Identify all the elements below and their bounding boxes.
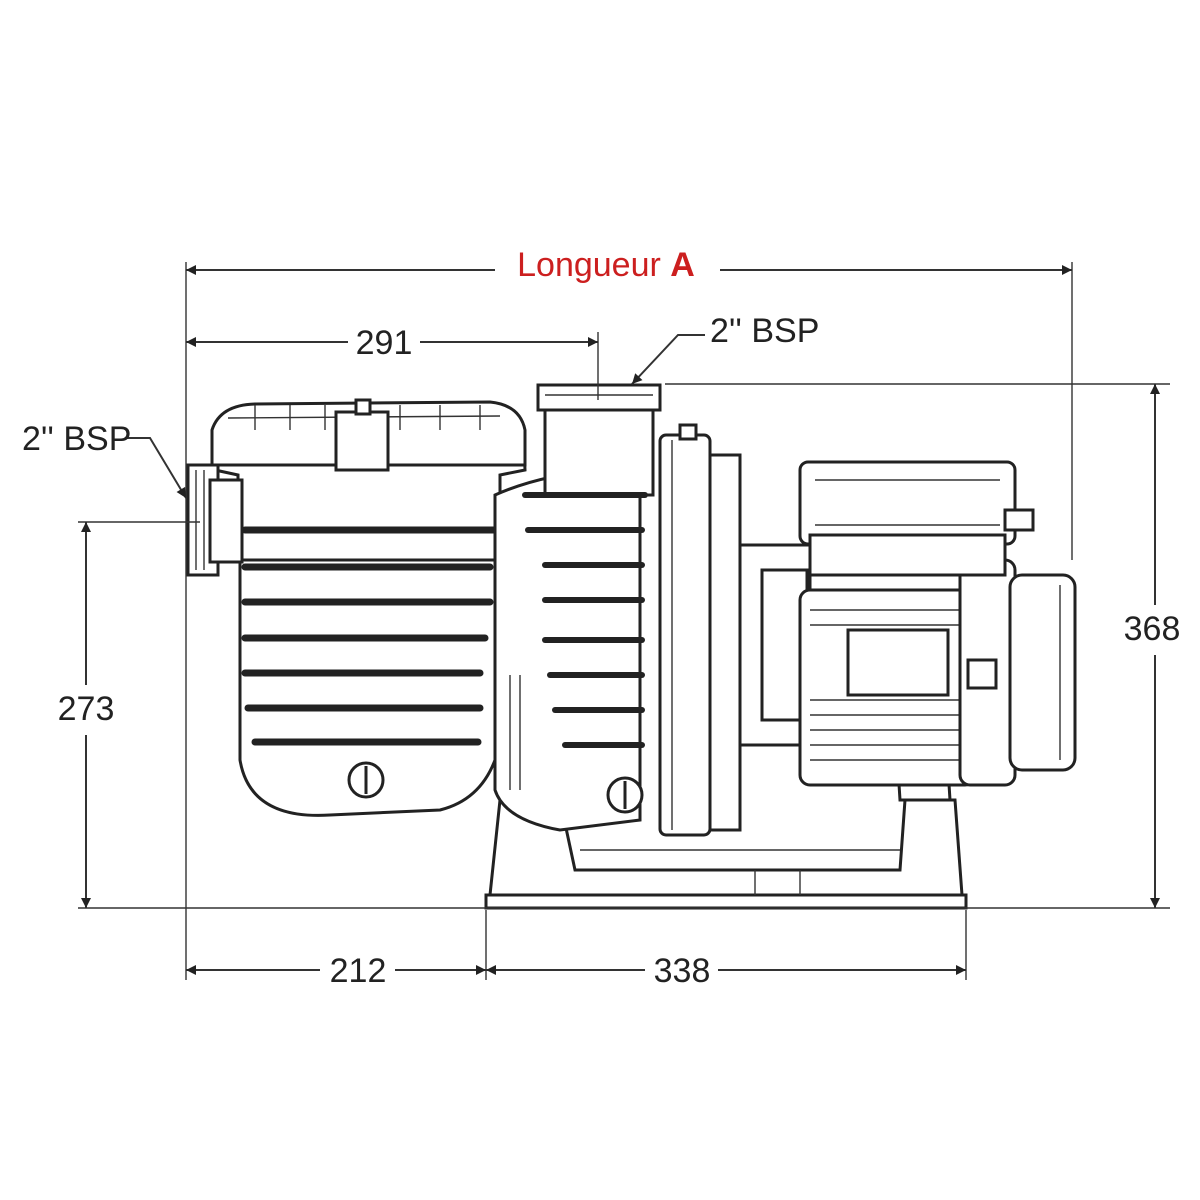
dim-label-338: 338 (654, 952, 711, 990)
dim-label-273: 273 (58, 690, 115, 728)
outlet-connection-label: 2'' BSP (710, 312, 819, 350)
inlet-connection-label: 2'' BSP (22, 420, 131, 458)
motor (738, 460, 1077, 787)
dim-label-212: 212 (330, 952, 387, 990)
dim-label-368: 368 (1124, 610, 1181, 648)
volute-casing (493, 383, 662, 832)
pump-body (186, 383, 1077, 910)
title-prefix: Longueur (517, 246, 670, 284)
motor-flange (658, 423, 742, 837)
drawing-title: Longueur A (517, 246, 695, 284)
strainer-housing (186, 398, 527, 817)
dimension-lines (78, 262, 1170, 980)
dim-label-291: 291 (356, 324, 413, 362)
title-variable: A (670, 246, 695, 284)
